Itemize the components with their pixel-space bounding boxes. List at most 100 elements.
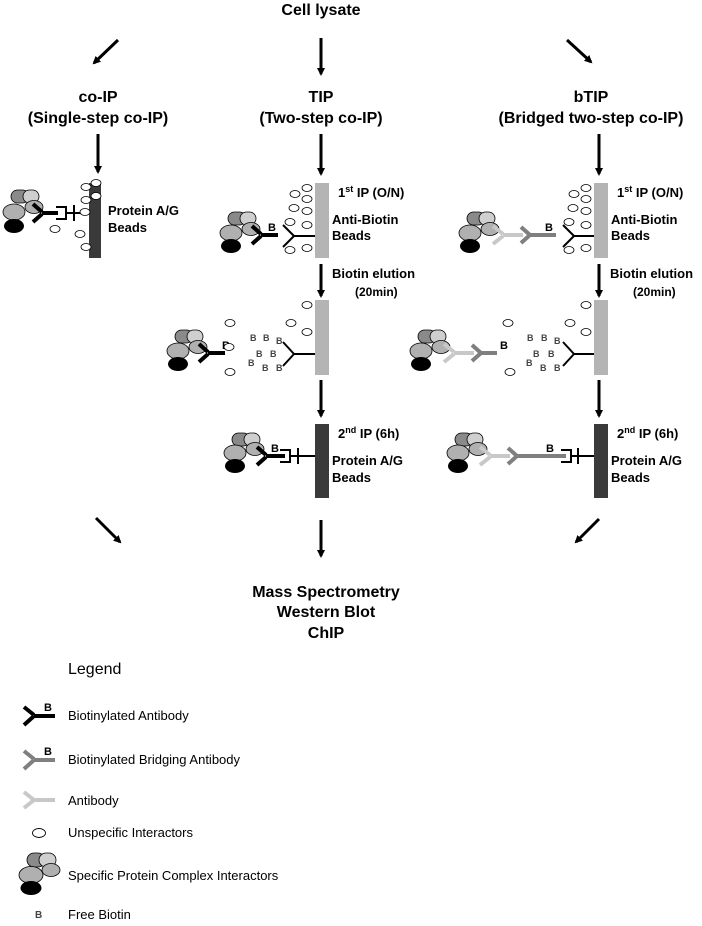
biotinylated-bridging-antibody-icon xyxy=(22,749,55,771)
anti-biotin-beads xyxy=(594,183,608,258)
biotin-tag: B xyxy=(271,443,279,455)
method-subtitle-tip: (Two-step co-IP) xyxy=(259,110,382,127)
biotin-tag: B xyxy=(268,222,276,234)
biotinylated-antibody-icon xyxy=(197,342,225,364)
output-chip: ChIP xyxy=(308,625,345,642)
method-title-btip: bTIP xyxy=(574,89,609,106)
tip-first-ip-label: 1st IP (O/N) xyxy=(338,184,404,200)
unspecific-interactor-icon xyxy=(32,828,46,838)
biotinylated-antibody-icon xyxy=(22,705,55,727)
legend-label-bridging-antibody: Biotinylated Bridging Antibody xyxy=(68,752,241,767)
free-biotin-icon: B xyxy=(248,358,255,368)
protein-ag-beads xyxy=(89,183,101,258)
legend-label-antibody: Antibody xyxy=(68,793,119,808)
free-biotin-icon: B xyxy=(526,358,533,368)
tip-second-ip-label: 2nd IP (6h) xyxy=(338,425,399,441)
free-biotin-icon: B xyxy=(541,333,548,343)
btip-first-ip-prefix: 1 xyxy=(617,185,624,200)
legend: Legend B Biotinylated Antibody B Biotiny… xyxy=(18,661,279,922)
free-biotin-icon: B xyxy=(540,363,547,373)
anti-biotin-antibody xyxy=(282,224,315,248)
antibody-icon xyxy=(478,445,510,467)
biotin-tag: B xyxy=(546,443,554,455)
antibody-icon xyxy=(442,342,474,364)
free-biotin-icon: B xyxy=(35,910,42,921)
coip-beads-line1: Protein A/G xyxy=(108,203,179,218)
biotinylated-antibody-icon xyxy=(31,202,58,224)
biotinylated-bridging-antibody-icon xyxy=(519,225,556,245)
free-biotin-icon: B xyxy=(548,349,555,359)
protein-complex-icon xyxy=(166,329,208,371)
protein-complex-icon xyxy=(18,852,61,895)
btip-first-ip-label: 1st IP (O/N) xyxy=(617,184,683,200)
btip-second-beads-label: Protein A/G Beads xyxy=(611,453,686,485)
legend-label-free-biotin: Free Biotin xyxy=(68,907,131,922)
free-biotin-icon: B xyxy=(533,349,540,359)
anti-biotin-beads xyxy=(315,300,329,375)
btip-step2: B 2nd IP (6h) Protein A/G Beads xyxy=(446,424,686,498)
tip-step1: B 1st IP (O/N) Anti-Biotin Beads xyxy=(219,183,404,258)
tip-second-ip-sup: nd xyxy=(345,425,356,435)
arrow-to-coip xyxy=(92,38,120,65)
free-biotin-icon: B xyxy=(276,336,283,346)
tip-first-beads-line2: Beads xyxy=(332,228,371,243)
free-biotin-cluster: B B B B B B B B xyxy=(248,333,283,373)
tip-second-beads-line1: Protein A/G xyxy=(332,453,403,468)
antibody-icon xyxy=(491,224,523,246)
method-subtitle-coip: (Single-step co-IP) xyxy=(28,110,168,127)
anti-biotin-beads xyxy=(315,183,329,258)
unspecific-interactors xyxy=(284,184,313,254)
protein-ag-beads xyxy=(315,424,329,498)
free-biotin-icon: B xyxy=(256,349,263,359)
legend-label-biotinylated-antibody: Biotinylated Antibody xyxy=(68,708,189,723)
biotin-tag: B xyxy=(44,702,52,714)
protein-complex-icon xyxy=(223,432,265,473)
tip-first-ip-prefix: 1 xyxy=(338,185,345,200)
free-biotin-icon: B xyxy=(270,349,277,359)
btip-second-ip-prefix: 2 xyxy=(617,426,624,441)
arrow-to-btip xyxy=(565,38,593,64)
protein-complex-icon xyxy=(458,211,500,253)
tip-second-beads-line2: Beads xyxy=(332,470,371,485)
btip-first-beads-line2: Beads xyxy=(611,228,650,243)
protein-complex-icon xyxy=(219,211,261,253)
free-biotin-icon: B xyxy=(554,336,561,346)
arrow-btip-to-output xyxy=(574,517,601,544)
tip-second-ip-prefix: 2 xyxy=(338,426,345,441)
linker-bracket xyxy=(561,448,594,464)
protein-complex-icon xyxy=(446,432,488,473)
protein-complex-icon xyxy=(409,329,451,371)
source-label: Cell lysate xyxy=(281,2,360,19)
btip-second-beads-line2: Beads xyxy=(611,470,650,485)
anti-biotin-antibody xyxy=(562,224,594,248)
protein-ag-beads xyxy=(594,424,608,498)
btip-first-ip-rest: IP (O/N) xyxy=(632,185,683,200)
coip-beads-label: Protein A/G Beads xyxy=(108,203,183,235)
arrow-coip-to-output xyxy=(94,516,122,544)
method-subtitle-btip: (Bridged two-step co-IP) xyxy=(499,110,684,127)
output-western-blot: Western Blot xyxy=(277,604,376,621)
free-biotin-cluster: B B B B B B B B xyxy=(526,333,561,373)
legend-title: Legend xyxy=(68,661,121,678)
free-biotin-icon: B xyxy=(276,363,283,373)
btip-second-beads-line1: Protein A/G xyxy=(611,453,682,468)
btip-step1: B 1st IP (O/N) Anti-Biotin Beads xyxy=(458,183,683,258)
btip-first-ip-sup: st xyxy=(624,184,632,194)
tip-first-ip-sup: st xyxy=(345,184,353,194)
biotin-tag: B xyxy=(44,746,52,758)
btip-second-ip-label: 2nd IP (6h) xyxy=(617,425,678,441)
biotin-tag: B xyxy=(500,340,508,352)
tip-step2: B 2nd IP (6h) Protein A/G Beads xyxy=(223,424,407,498)
anti-biotin-antibody xyxy=(562,341,594,367)
tip-second-beads-label: Protein A/G Beads xyxy=(332,453,407,485)
legend-label-protein-complex: Specific Protein Complex Interactors xyxy=(68,868,279,883)
coip-beads-line2: Beads xyxy=(108,220,147,235)
biotinylated-bridging-antibody-icon xyxy=(506,446,566,466)
btip-elution-step: B B B B B B B B B xyxy=(409,300,608,376)
unspecific-interactors xyxy=(563,184,592,254)
tip-second-ip-rest: IP (6h) xyxy=(356,426,399,441)
tip-elution-step: B B B B B B B B B xyxy=(166,300,329,376)
legend-label-unspecific-interactors: Unspecific Interactors xyxy=(68,825,193,840)
